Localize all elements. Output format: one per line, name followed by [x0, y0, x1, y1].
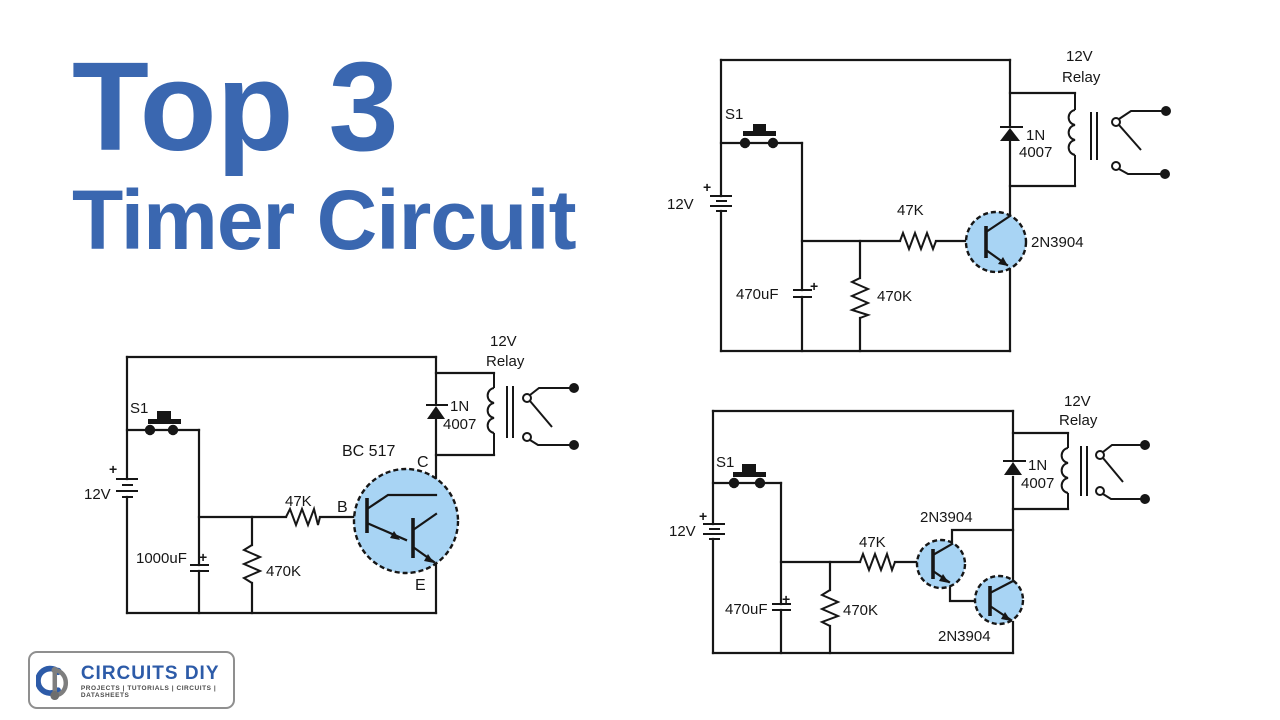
supply-label: 12V	[669, 523, 696, 540]
push-button-s1	[728, 464, 766, 489]
darlington-transistor-symbol	[352, 467, 460, 575]
timer-circuit-1: S1 12V + 470uF + 47K 470K 2N3904 1N 4007…	[667, 48, 1171, 353]
switch-label: S1	[130, 400, 148, 417]
diode-label-1: 1N	[1028, 457, 1047, 474]
supply-plus-label: +	[703, 179, 711, 195]
supply-plus-label: +	[699, 508, 707, 524]
relay-label-2: Relay	[1062, 69, 1101, 86]
diode-label-1: 1N	[450, 398, 469, 415]
resistor-470k	[819, 589, 841, 627]
transistor-symbol-q1	[915, 538, 967, 590]
timer-circuit-2: S1 12V + 1000uF + 47K 470K BC 517 B C E …	[84, 333, 579, 615]
switch-label: S1	[725, 106, 743, 123]
transistor-symbol	[964, 210, 1028, 274]
relay-label-1: 12V	[1064, 393, 1091, 410]
battery-symbol	[116, 478, 138, 498]
relay-label-2: Relay	[486, 353, 525, 370]
logo-tagline-text: PROJECTS | TUTORIALS | CIRCUITS | DATASH…	[80, 685, 217, 700]
diode-label-2: 4007	[1019, 144, 1052, 161]
logo-brand-text: CIRCUITS DIY	[80, 662, 220, 684]
bleed-resistor-label: 470K	[266, 563, 301, 580]
diode-symbol	[1000, 126, 1023, 141]
base-resistor-label: 47K	[859, 534, 886, 551]
wires	[125, 355, 438, 615]
relay-label-1: 12V	[1066, 48, 1093, 65]
labels: S1 12V + 1000uF + 47K 470K BC 517 B C E …	[84, 333, 525, 594]
transistor-label: BC 517	[342, 443, 395, 460]
capacitor-symbol	[772, 603, 791, 611]
resistor-470k	[849, 277, 872, 319]
push-button-s1	[739, 124, 779, 149]
diode-label-1: 1N	[1026, 127, 1045, 144]
poster-title: Top 3 Timer Circuit	[72, 30, 577, 267]
title-line-2: Timer Circuit	[72, 172, 577, 267]
bleed-resistor-label: 470K	[843, 602, 878, 619]
wires	[711, 409, 1015, 655]
transistor-symbol-q2	[973, 574, 1025, 626]
battery-symbol	[710, 195, 732, 212]
transistor-label: 2N3904	[1031, 234, 1084, 251]
switch-label: S1	[716, 454, 734, 471]
supply-label: 12V	[667, 196, 694, 213]
supply-label: 12V	[84, 486, 111, 503]
capacitor-label: 1000uF	[136, 550, 187, 567]
relay-label-1: 12V	[490, 333, 517, 350]
diode-label-2: 4007	[1021, 475, 1054, 492]
relay-symbol	[434, 371, 579, 457]
battery-symbol	[703, 523, 725, 540]
wires	[719, 58, 1012, 353]
capacitor-label: 470uF	[736, 286, 779, 303]
timer-circuit-3: S1 12V + 470uF + 47K 470K 2N3904 2N3904 …	[669, 393, 1150, 655]
pin-e-label: E	[415, 577, 426, 594]
diode-symbol	[426, 404, 448, 419]
cd-monogram-icon	[36, 665, 69, 701]
relay-symbol	[1011, 431, 1150, 511]
transistor-top-label: 2N3904	[920, 509, 973, 526]
pin-b-label: B	[337, 499, 348, 516]
resistor-470k	[241, 544, 263, 584]
circuits-diy-logo: CIRCUITS DIY PROJECTS | TUTORIALS | CIRC…	[28, 651, 235, 709]
resistor-47k	[859, 550, 896, 574]
base-resistor-label: 47K	[897, 202, 924, 219]
supply-plus-label: +	[109, 461, 117, 477]
capacitor-symbol	[793, 289, 812, 298]
capacitor-label: 470uF	[725, 601, 768, 618]
diode-symbol	[1003, 460, 1026, 475]
resistor-47k	[899, 230, 937, 252]
capacitor-plus-label: +	[199, 549, 207, 565]
capacitor-symbol	[190, 564, 209, 572]
labels: S1 12V + 470uF + 47K 470K 2N3904 1N 4007…	[667, 48, 1101, 305]
bleed-resistor-label: 470K	[877, 288, 912, 305]
capacitor-plus-label: +	[782, 591, 790, 607]
relay-symbol	[1008, 91, 1171, 188]
labels: S1 12V + 470uF + 47K 470K 2N3904 2N3904 …	[669, 393, 1098, 645]
pin-c-label: C	[417, 454, 429, 471]
resistor-47k	[285, 505, 321, 528]
push-button-s1	[144, 411, 181, 436]
capacitor-plus-label: +	[810, 278, 818, 294]
transistor-bottom-label: 2N3904	[938, 628, 991, 645]
diode-label-2: 4007	[443, 416, 476, 433]
base-resistor-label: 47K	[285, 493, 312, 510]
relay-label-2: Relay	[1059, 412, 1098, 429]
title-line-1: Top 3	[72, 36, 399, 177]
